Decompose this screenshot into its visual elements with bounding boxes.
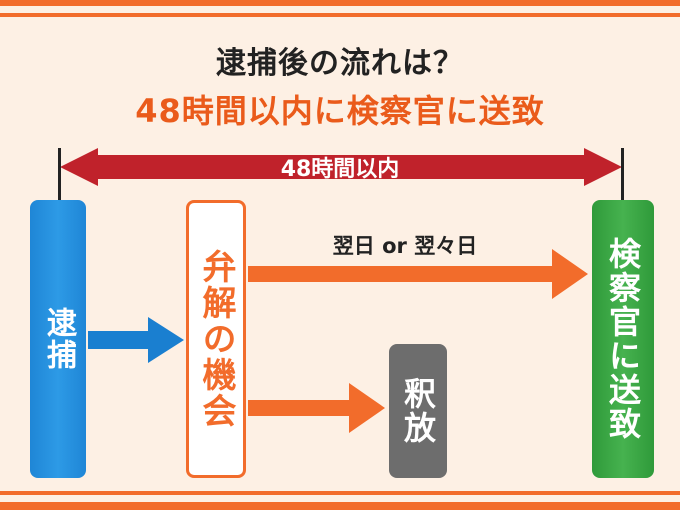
prosecutor-box: 検察官に送致 (592, 200, 654, 478)
release-label: 釈放 (399, 377, 437, 445)
timing-label: 翌日 or 翌々日 (332, 234, 478, 258)
arrest-label: 逮捕 (41, 307, 76, 371)
top-stripe-thick (0, 0, 680, 6)
page-subtitle: 48時間以内に検察官に送致 (135, 92, 545, 130)
defense-opportunity-box: 弁解の機会 (186, 200, 246, 478)
bottom-stripe-thin (0, 491, 680, 495)
arrest-to-defense-arrow (88, 317, 184, 363)
release-box: 釈放 (389, 344, 447, 478)
page-title: 逮捕後の流れは？ (216, 46, 464, 81)
time-span-label: 48時間以内 (280, 157, 400, 182)
defense-to-release-arrow (248, 383, 385, 433)
prosecutor-label: 検察官に送致 (604, 237, 642, 441)
defense-to-prosecutor-arrow (248, 249, 588, 299)
defense-opportunity-label: 弁解の機会 (196, 249, 236, 429)
time-span-arrow (60, 148, 622, 186)
bottom-stripe-thick (0, 502, 680, 510)
arrest-box: 逮捕 (30, 200, 86, 478)
span-end-tick (621, 148, 624, 200)
span-start-tick (58, 148, 61, 200)
top-stripe-thin (0, 13, 680, 17)
